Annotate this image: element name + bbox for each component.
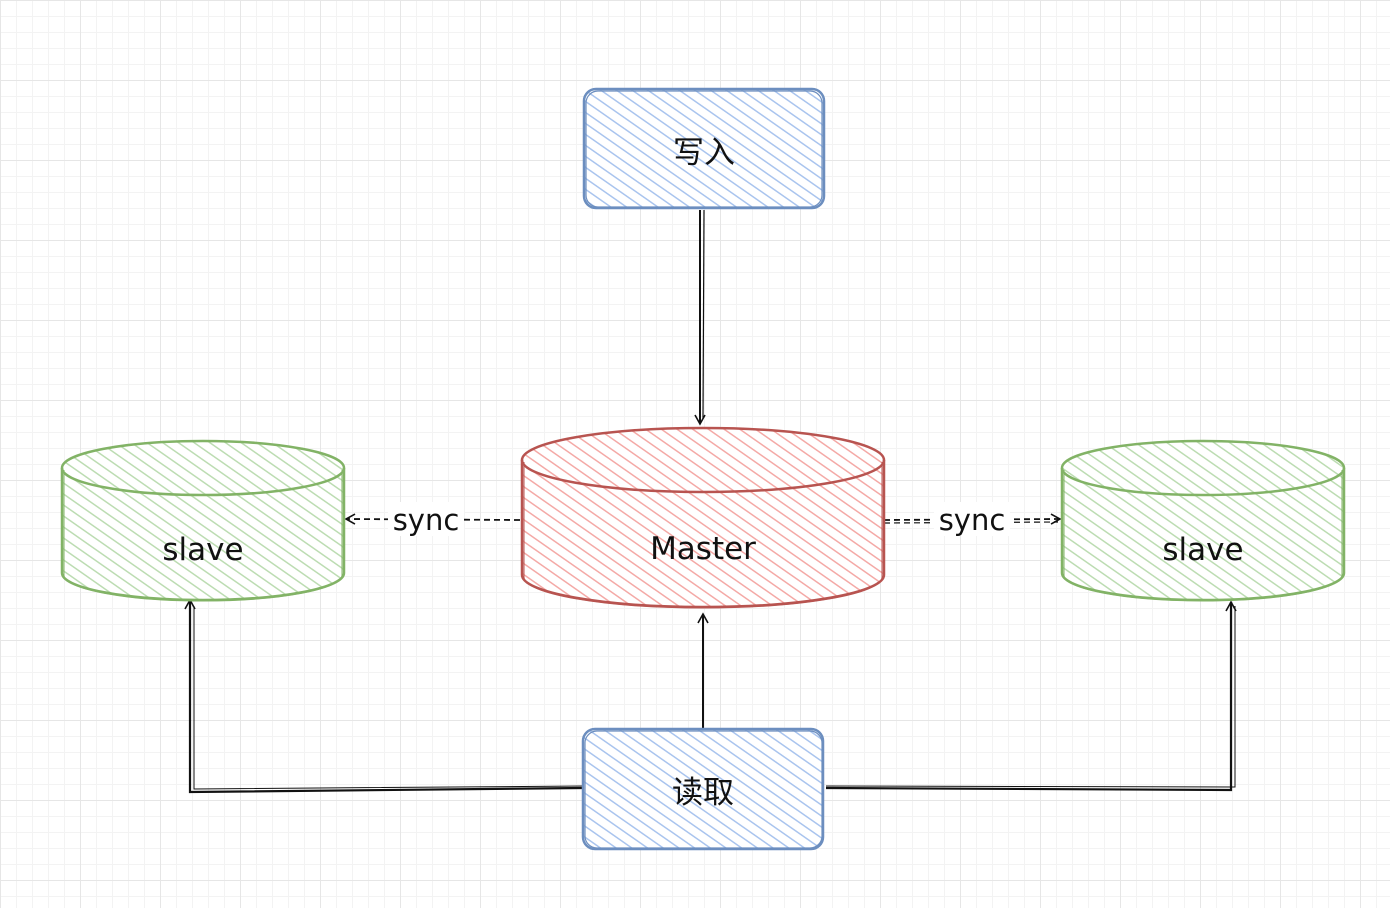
master-label: Master <box>650 531 756 567</box>
sync-left-label-bg <box>388 502 464 536</box>
slave-right-label: slave <box>1162 532 1243 568</box>
read-box[interactable]: 读取 <box>581 727 825 851</box>
edge-read-to-slave-right <box>825 600 1237 792</box>
write-label: 写入 <box>673 135 735 171</box>
master-database[interactable]: Master <box>520 426 886 609</box>
edge-sync-right <box>883 513 1062 525</box>
sync-right-label-bg <box>934 502 1010 536</box>
edge-read-to-slave-left <box>184 598 584 794</box>
slave-left-database[interactable]: slave <box>60 439 346 602</box>
edge-sync-left <box>344 513 521 525</box>
write-box[interactable]: 写入 <box>582 87 826 210</box>
slave-right-database[interactable]: slave <box>1060 439 1346 602</box>
sync-right-label: sync <box>939 503 1006 537</box>
slave-left-label: slave <box>162 532 243 568</box>
sync-left-label: sync <box>393 503 460 537</box>
edge-write-to-master <box>694 209 706 426</box>
read-label: 读取 <box>672 775 734 811</box>
